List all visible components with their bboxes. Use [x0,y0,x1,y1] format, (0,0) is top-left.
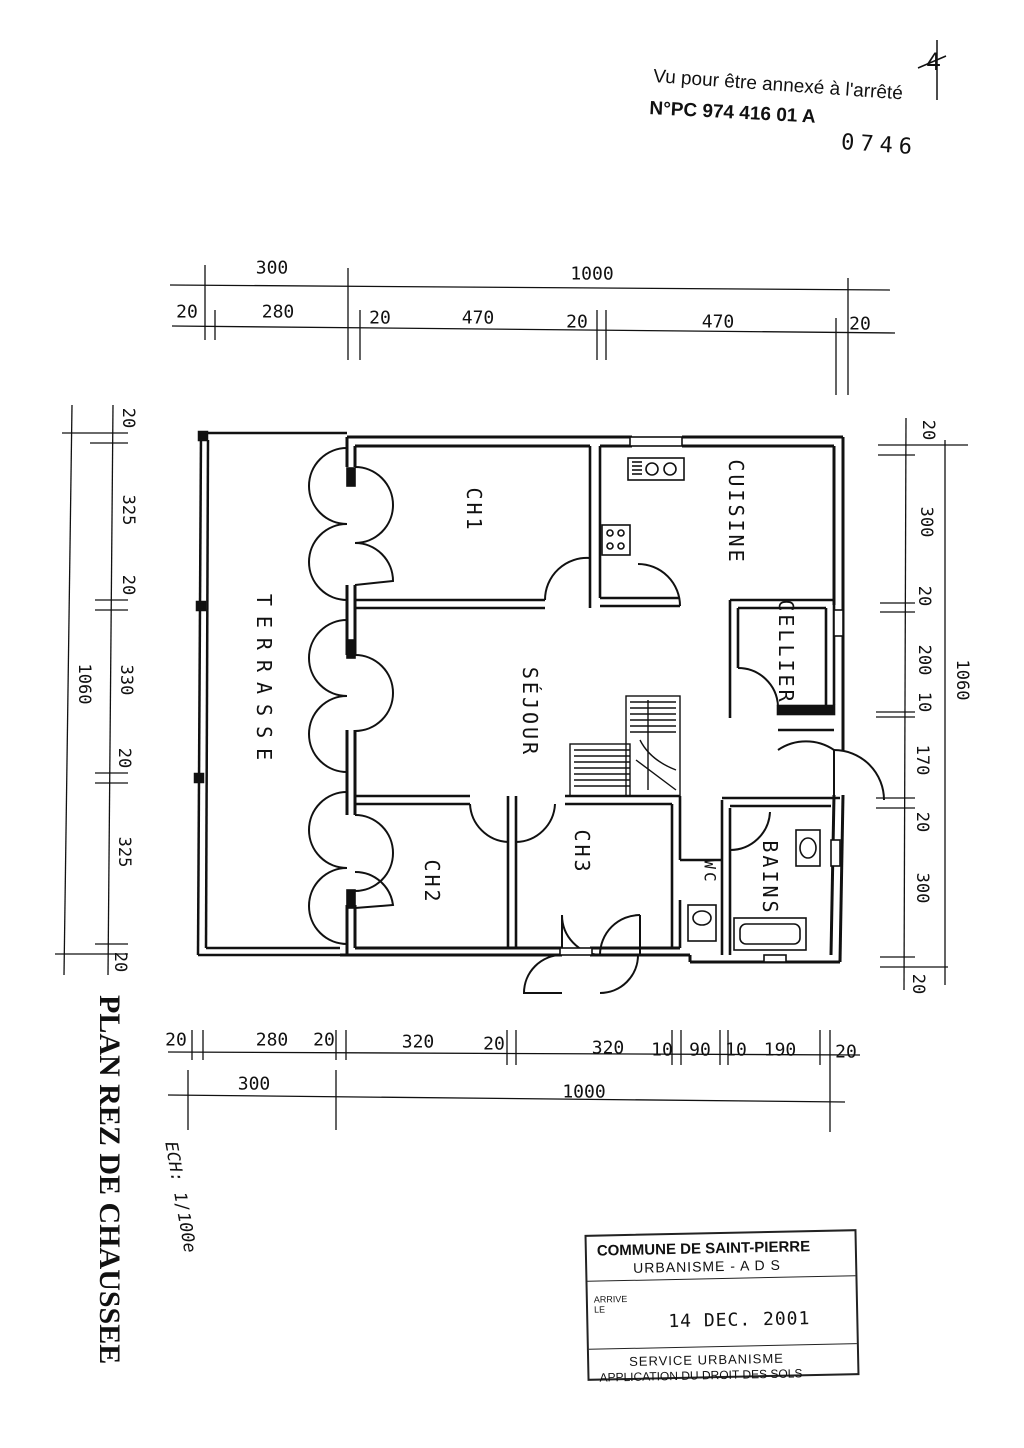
room-label-sejour: SÉJOUR [518,666,542,758]
dim-right-total: 1060 [952,659,972,701]
staircase [569,695,681,797]
dim-right-detail: 300 [912,872,932,904]
stamp-date: 14 DEC. 2001 [668,1308,811,1333]
dim-left-detail: 20 [118,574,138,596]
sink-icon [601,524,631,556]
room-label-ch2: CH2 [420,859,444,905]
dim-left-detail: 20 [110,951,130,973]
dim-top-detail: 20 [369,307,391,329]
top-dimension-lines [169,265,896,395]
dim-right-detail: 20 [912,811,932,833]
room-label-bains: BAINS [758,840,782,916]
dim-bottom-detail: 10 [725,1039,747,1061]
dim-bottom-detail: 320 [591,1037,625,1059]
dim-bottom-detail: 20 [483,1033,505,1055]
room-label-wc: WC [700,859,720,885]
dim-left-detail: 325 [114,836,134,868]
dim-right-detail: 200 [914,644,934,676]
left-dimension-lines [55,404,128,976]
washbasin-icon [795,829,821,867]
interior-doors [469,556,885,994]
bathtub-icon [733,917,807,951]
dim-left-detail: 20 [114,747,134,769]
dim-top-detail: 20 [566,311,588,333]
dim-right-detail: 300 [916,506,936,538]
dim-top-detail: 470 [701,311,735,333]
interior-walls [355,446,840,955]
bottom-dimension-lines [167,1030,861,1132]
room-label-cellier: CELLIER [774,599,798,705]
dim-left-detail: 20 [118,407,138,429]
dim-top-detail: 20 [176,301,198,323]
dim-top-overall: 300 [255,257,289,279]
dim-bottom-overall: 1000 [562,1081,606,1103]
room-label-ch1: CH1 [462,487,486,533]
dim-right-detail: 10 [914,691,934,713]
dim-bottom-detail: 280 [255,1029,289,1051]
dim-bottom-overall: 300 [237,1073,271,1095]
right-dimension-lines [876,417,968,991]
room-label-terrasse: TERRASSE [252,593,276,771]
dim-top-detail: 470 [461,307,495,329]
dim-left-detail: 330 [116,664,136,696]
dim-right-detail: 170 [912,744,932,776]
dim-bottom-detail: 20 [313,1029,335,1051]
dim-right-detail: 20 [908,973,928,995]
handwritten-mark: 4 [926,48,942,76]
terrace-doors [307,447,395,945]
handwritten-stroke [917,55,947,69]
terrasse-outline [193,430,347,957]
dim-bottom-detail: 20 [835,1041,857,1063]
dim-bottom-detail: 320 [401,1031,435,1053]
dim-left-detail: 325 [118,494,138,526]
dim-bottom-detail: 90 [689,1039,711,1061]
dim-top-detail: 280 [261,301,295,323]
dim-bottom-detail: 10 [651,1039,673,1061]
dim-left-total: 1060 [74,663,94,705]
dim-right-detail: 20 [918,419,938,441]
dim-bottom-detail: 20 [165,1029,187,1051]
toilet-icon [687,904,717,942]
room-label-ch3: CH3 [570,829,594,875]
dim-right-detail: 20 [914,585,934,607]
stamp-department: URBANISME - A D S [633,1256,782,1276]
stamp-number: 0746 [840,130,919,161]
dim-top-detail: 20 [849,313,871,335]
house-walls [340,435,845,964]
dim-top-overall: 1000 [570,263,614,285]
receipt-stamp: COMMUNE DE SAINT-PIERRE URBANISME - A D … [584,1229,860,1385]
stamp-received-label: ARRIVE LE [593,1293,628,1315]
plan-title: PLAN REZ DE CHAUSSEE [93,995,126,1365]
room-label-cuisine: CUISINE [724,459,748,565]
cooktop-icon [627,457,685,481]
dim-bottom-detail: 190 [763,1039,797,1061]
fixtures [346,436,844,963]
